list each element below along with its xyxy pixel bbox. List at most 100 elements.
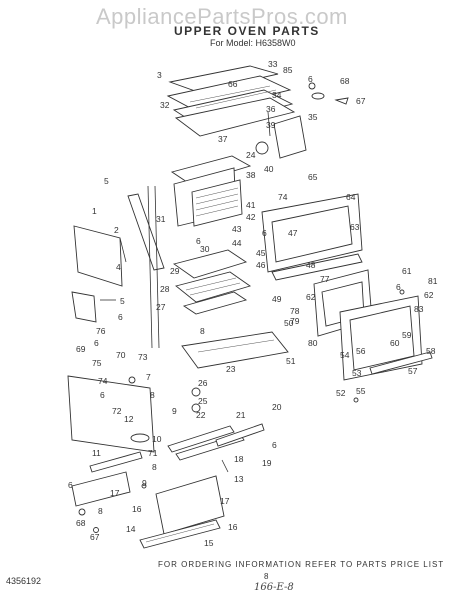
callout-5b: 5 xyxy=(120,296,125,306)
broiler-pan xyxy=(172,249,252,315)
callout-7: 7 xyxy=(146,372,151,382)
oven-floor-panel xyxy=(181,331,289,369)
callout-62: 62 xyxy=(306,292,316,302)
callout-8: 8 xyxy=(150,390,155,400)
callout-6-top: 6 xyxy=(308,74,313,84)
callout-69: 69 xyxy=(76,344,86,354)
callout-6-btm: 6 xyxy=(68,480,73,490)
callout-70: 70 xyxy=(116,350,126,360)
callout-64: 64 xyxy=(346,192,356,202)
callout-9: 9 xyxy=(172,406,177,416)
callout-6-mid: 6 xyxy=(196,236,201,246)
callout-79: 79 xyxy=(290,316,300,326)
callout-68: 68 xyxy=(340,76,350,86)
callout-80: 80 xyxy=(308,338,318,348)
callout-75: 75 xyxy=(92,358,102,368)
callout-49: 49 xyxy=(272,294,282,304)
callout-6-door: 6 xyxy=(262,228,267,238)
callout-59: 59 xyxy=(402,330,412,340)
handwritten-note: 166-E-8 xyxy=(254,582,294,593)
callout-14: 14 xyxy=(126,524,136,534)
oven-liner xyxy=(170,155,252,227)
page-number: 8 xyxy=(264,572,269,581)
callout-9b: 9 xyxy=(142,478,147,488)
callout-labels: 3 33 85 66 34 32 6 68 67 36 35 39 40 37 … xyxy=(68,59,438,548)
callout-66: 66 xyxy=(228,79,238,89)
callout-6-left: 6 xyxy=(118,312,123,322)
model-label: For Model: H6358W0 xyxy=(210,38,296,48)
callout-36: 36 xyxy=(266,104,276,114)
callout-1: 1 xyxy=(92,206,97,216)
callout-12: 12 xyxy=(124,414,134,424)
callout-51: 51 xyxy=(286,356,296,366)
callout-61: 61 xyxy=(402,266,412,276)
callout-74b: 74 xyxy=(98,376,108,386)
callout-37: 37 xyxy=(218,134,228,144)
callout-22: 22 xyxy=(196,410,206,420)
callout-67b: 67 xyxy=(90,532,100,542)
callout-25: 25 xyxy=(198,396,208,406)
trim-strips xyxy=(71,423,265,549)
callout-76: 76 xyxy=(96,326,106,336)
callout-72: 72 xyxy=(112,406,122,416)
callout-53: 53 xyxy=(352,368,362,378)
callout-23: 23 xyxy=(226,364,236,374)
callout-85: 85 xyxy=(283,65,293,75)
callout-8-mid: 8 xyxy=(200,326,205,336)
page-title: UPPER OVEN PARTS xyxy=(174,24,320,38)
callout-39: 39 xyxy=(266,120,276,130)
callout-6-trim: 6 xyxy=(272,440,277,450)
callout-31: 31 xyxy=(156,214,166,224)
ordering-note: FOR ORDERING INFORMATION REFER TO PARTS … xyxy=(158,560,445,569)
left-side-parts xyxy=(71,185,165,349)
callout-56: 56 xyxy=(356,346,366,356)
callout-34: 34 xyxy=(272,90,282,100)
callout-27: 27 xyxy=(156,302,166,312)
callout-63: 63 xyxy=(350,222,360,232)
callout-38: 38 xyxy=(246,170,256,180)
callout-47: 47 xyxy=(288,228,298,238)
callout-78: 78 xyxy=(290,306,300,316)
callout-48: 48 xyxy=(306,260,316,270)
callout-2: 2 xyxy=(114,225,119,235)
callout-67: 67 xyxy=(356,96,366,106)
callout-4: 4 xyxy=(116,262,121,272)
callout-17b: 17 xyxy=(110,488,120,498)
callout-45: 45 xyxy=(256,248,266,258)
callout-57: 57 xyxy=(408,366,418,376)
callout-10: 10 xyxy=(152,434,162,444)
callout-16b: 16 xyxy=(132,504,142,514)
callout-16: 16 xyxy=(228,522,238,532)
callout-20: 20 xyxy=(272,402,282,412)
callout-11: 11 xyxy=(92,448,101,458)
callout-40: 40 xyxy=(264,164,274,174)
callout-50: 50 xyxy=(284,318,294,328)
callout-26: 26 xyxy=(198,378,208,388)
callout-6-panel: 6 xyxy=(100,390,105,400)
watermark: AppliancePartsPros.com xyxy=(96,4,348,29)
callout-46: 46 xyxy=(256,260,266,270)
callout-73: 73 xyxy=(138,352,148,362)
callout-8-low: 8 xyxy=(152,462,157,472)
callout-65: 65 xyxy=(308,172,318,182)
callout-8-btm: 8 xyxy=(98,506,103,516)
callout-42: 42 xyxy=(246,212,256,222)
callout-28: 28 xyxy=(160,284,170,294)
top-panel-assembly xyxy=(166,65,296,137)
callout-83: 83 xyxy=(414,304,424,314)
callout-33: 33 xyxy=(268,59,278,69)
callout-6-low: 6 xyxy=(94,338,99,348)
callout-44: 44 xyxy=(232,238,242,248)
callout-77: 77 xyxy=(320,274,330,284)
callout-54: 54 xyxy=(340,350,350,360)
callout-74: 74 xyxy=(278,192,288,202)
door-glass-panels xyxy=(313,269,433,381)
callout-21: 21 xyxy=(236,410,246,420)
callout-71: 71 xyxy=(148,448,158,458)
callout-35: 35 xyxy=(308,112,318,122)
callout-43: 43 xyxy=(232,224,242,234)
callout-81: 81 xyxy=(428,276,438,286)
right-top-parts xyxy=(255,82,349,159)
